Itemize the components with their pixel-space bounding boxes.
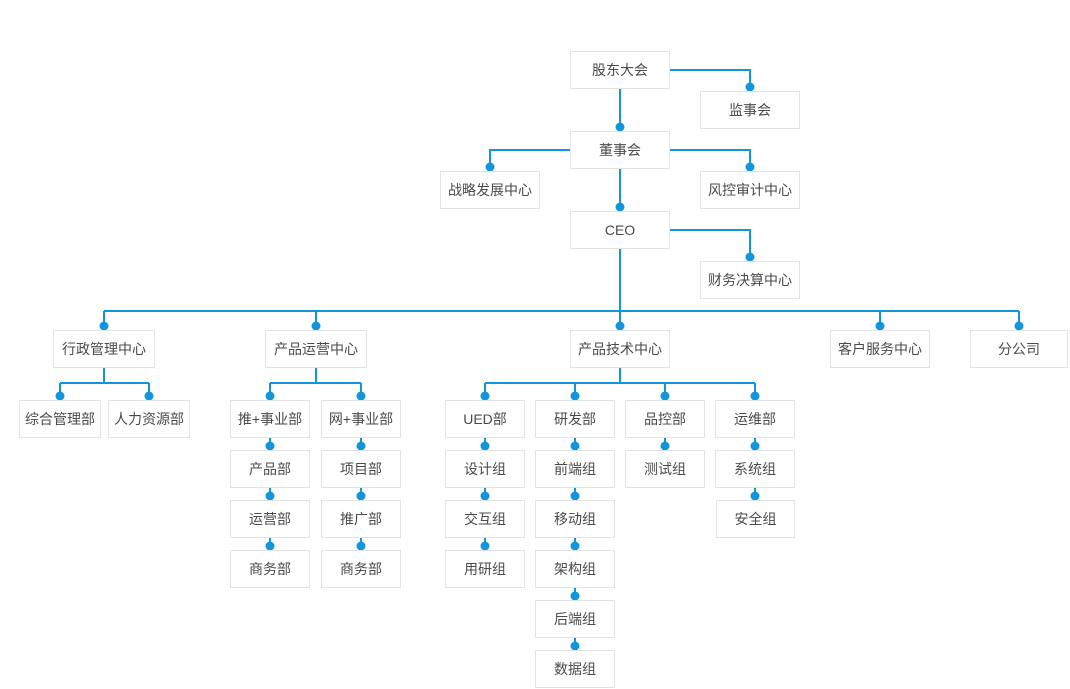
org-node-product-ops-center[interactable]: 产品运营中心 bbox=[265, 330, 367, 368]
org-node-system-group[interactable]: 系统组 bbox=[715, 450, 795, 488]
connector bbox=[489, 149, 570, 167]
org-node-hr-dept[interactable]: 人力资源部 bbox=[108, 400, 190, 438]
org-node-supervisory-board[interactable]: 监事会 bbox=[700, 91, 800, 129]
org-node-operations-dept[interactable]: 运营部 bbox=[230, 500, 310, 538]
org-node-branch-company[interactable]: 分公司 bbox=[970, 330, 1068, 368]
org-node-testing-group[interactable]: 测试组 bbox=[625, 450, 705, 488]
org-node-customer-service-center[interactable]: 客户服务中心 bbox=[830, 330, 930, 368]
org-node-general-admin-dept[interactable]: 综合管理部 bbox=[19, 400, 101, 438]
org-node-board-of-directors[interactable]: 董事会 bbox=[570, 131, 670, 169]
connector bbox=[670, 229, 751, 257]
org-node-product-tech-center[interactable]: 产品技术中心 bbox=[570, 330, 670, 368]
connector-dots bbox=[55, 82, 1024, 651]
org-node-project-dept[interactable]: 项目部 bbox=[321, 450, 401, 488]
org-node-shareholders-meeting[interactable]: 股东大会 bbox=[570, 51, 670, 89]
org-node-om-dept[interactable]: 运维部 bbox=[715, 400, 795, 438]
org-node-security-group[interactable]: 安全组 bbox=[716, 500, 795, 538]
org-node-rnd-dept[interactable]: 研发部 bbox=[535, 400, 615, 438]
org-node-design-group[interactable]: 设计组 bbox=[445, 450, 525, 488]
org-node-tui-business-unit[interactable]: 推+事业部 bbox=[230, 400, 310, 438]
org-node-admin-center[interactable]: 行政管理中心 bbox=[53, 330, 155, 368]
connector bbox=[670, 69, 751, 87]
org-node-promotion-dept[interactable]: 推广部 bbox=[321, 500, 401, 538]
org-node-interaction-group[interactable]: 交互组 bbox=[445, 500, 525, 538]
org-node-qc-dept[interactable]: 品控部 bbox=[625, 400, 705, 438]
org-node-business-dept-wang[interactable]: 商务部 bbox=[321, 550, 401, 588]
org-node-wang-business-unit[interactable]: 网+事业部 bbox=[321, 400, 401, 438]
org-node-finance-center[interactable]: 财务决算中心 bbox=[700, 261, 800, 299]
org-node-frontend-group[interactable]: 前端组 bbox=[535, 450, 615, 488]
org-node-product-dept[interactable]: 产品部 bbox=[230, 450, 310, 488]
org-node-risk-audit-center[interactable]: 风控审计中心 bbox=[700, 171, 800, 209]
connector bbox=[670, 149, 751, 167]
org-node-mobile-group[interactable]: 移动组 bbox=[535, 500, 615, 538]
org-node-strategy-center[interactable]: 战略发展中心 bbox=[440, 171, 540, 209]
org-node-ued-dept[interactable]: UED部 bbox=[445, 400, 525, 438]
org-node-backend-group[interactable]: 后端组 bbox=[535, 600, 615, 638]
org-node-user-research-group[interactable]: 用研组 bbox=[445, 550, 525, 588]
org-node-data-group[interactable]: 数据组 bbox=[535, 650, 615, 688]
org-node-architecture-group[interactable]: 架构组 bbox=[535, 550, 615, 588]
org-node-ceo[interactable]: CEO bbox=[570, 211, 670, 249]
org-node-business-dept-tui[interactable]: 商务部 bbox=[230, 550, 310, 588]
